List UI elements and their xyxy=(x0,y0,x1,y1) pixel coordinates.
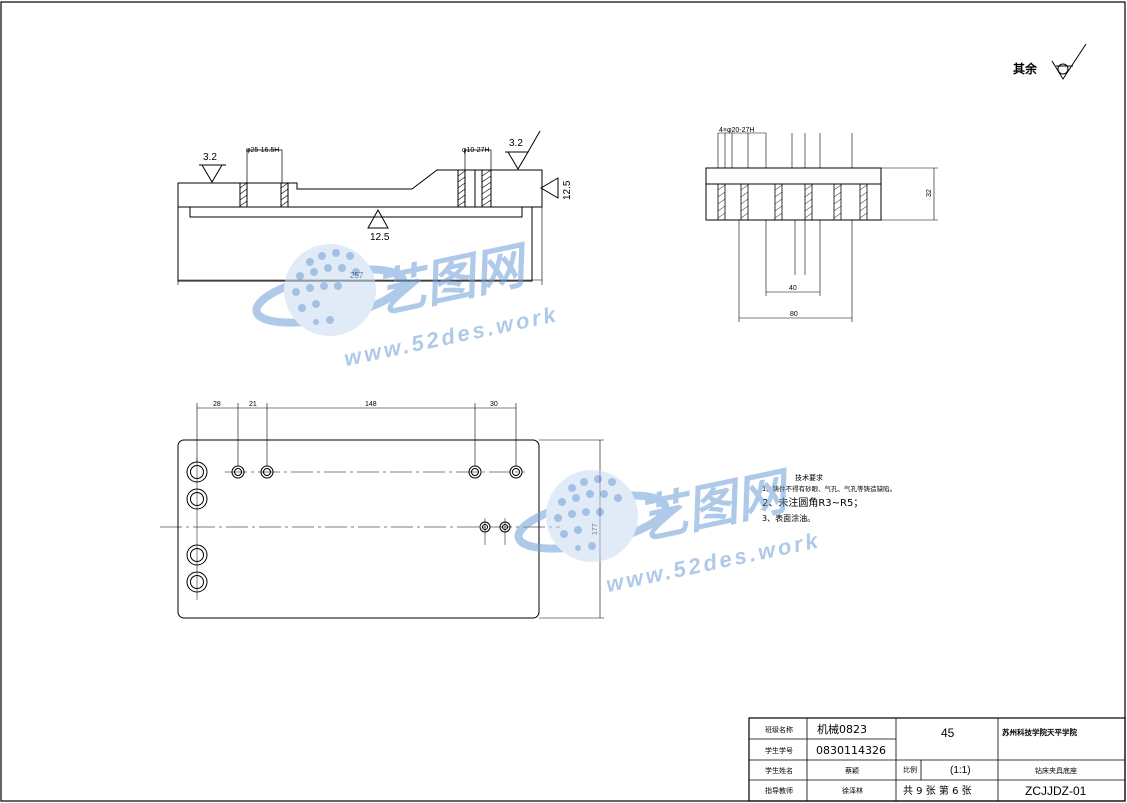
roughness-right-icon xyxy=(507,151,529,170)
right-hole-section xyxy=(457,169,492,207)
side-width-dim: 80 xyxy=(790,311,798,318)
watermark-logo-1: 艺图网 www.52des.work xyxy=(252,236,561,371)
hole-right-dim: φ10-27H xyxy=(462,147,490,154)
roughness-right-value: 3.2 xyxy=(509,138,523,149)
student-id-value: 0830114326 xyxy=(816,744,886,757)
student-name-label: 学生姓名 xyxy=(765,766,793,775)
plan-dim-30: 30 xyxy=(490,401,498,408)
roughness-bottom-value: 12.5 xyxy=(370,232,390,243)
roughness-note: 其余 xyxy=(1013,43,1087,80)
side-view-labels: 4×φ20-27H 32 40 80 xyxy=(719,127,933,318)
side-hole-dim: 4×φ20-27H xyxy=(719,127,754,134)
hole-left-dim: φ25-16.5H xyxy=(246,147,279,154)
roughness-side-icon xyxy=(540,177,559,199)
material-value: 45 xyxy=(941,726,955,740)
scale-value: (1:1) xyxy=(950,765,971,776)
sheet-count: 共 9 张 第 6 张 xyxy=(903,784,972,797)
plan-dim-28: 28 xyxy=(213,401,221,408)
instructor-value: 徐泽林 xyxy=(842,786,863,795)
plan-dim-21: 21 xyxy=(249,401,257,408)
side-spacing-dim: 40 xyxy=(789,285,797,292)
roughness-left-value: 3.2 xyxy=(203,152,217,163)
part-name: 钻床夹具底座 xyxy=(1035,766,1077,775)
watermark-url-2: www.52des.work xyxy=(604,527,823,597)
scale-label: 比例 xyxy=(903,765,917,774)
plan-view-outline xyxy=(177,439,540,619)
watermark-url-1: www.52des.work xyxy=(342,301,561,371)
drawing-number: ZCJJDZ-01 xyxy=(1025,784,1087,798)
front-view-outline xyxy=(177,169,543,282)
title-block-text: 班级名称 机械0823 学生学号 0830114326 学生姓名 蔡颖 指导教师… xyxy=(765,722,1087,798)
tech-req-title: 技术要求 xyxy=(795,473,823,482)
roughness-side-value: 12.5 xyxy=(562,180,573,200)
roughness-note-label: 其余 xyxy=(1013,61,1038,76)
technical-requirements: 技术要求 1、铸件不得有砂眼、气孔、气孔等铸造缺陷。 2、未注圆角R3~R5； … xyxy=(762,473,896,523)
class-label: 班级名称 xyxy=(765,725,793,734)
plan-small-holes xyxy=(231,465,523,533)
side-view-outline xyxy=(705,167,882,221)
side-view xyxy=(705,132,938,322)
title-block xyxy=(748,717,1126,802)
plan-view xyxy=(160,403,604,619)
tech-req-item-3: 3、表面涂油。 xyxy=(762,513,815,523)
tech-req-item-2: 2、未注圆角R3~R5； xyxy=(762,496,863,509)
left-hole-section xyxy=(239,182,289,207)
plan-dim-148: 148 xyxy=(365,401,377,408)
side-height-dim: 32 xyxy=(926,189,933,197)
instructor-label: 指导教师 xyxy=(765,786,793,795)
class-value: 机械0823 xyxy=(817,722,867,736)
tech-req-item-1: 1、铸件不得有砂眼、气孔、气孔等铸造缺陷。 xyxy=(762,484,896,493)
student-id-label: 学生学号 xyxy=(765,746,793,755)
student-name-value: 蔡颖 xyxy=(845,766,859,775)
roughness-symbol-icon xyxy=(1051,43,1087,80)
school-name: 苏州科技学院天平学院 xyxy=(1002,727,1077,737)
roughness-bottom-icon xyxy=(367,208,389,229)
watermark-logo-2: 艺图网 www.52des.work xyxy=(514,462,823,597)
roughness-left-icon xyxy=(201,164,223,183)
